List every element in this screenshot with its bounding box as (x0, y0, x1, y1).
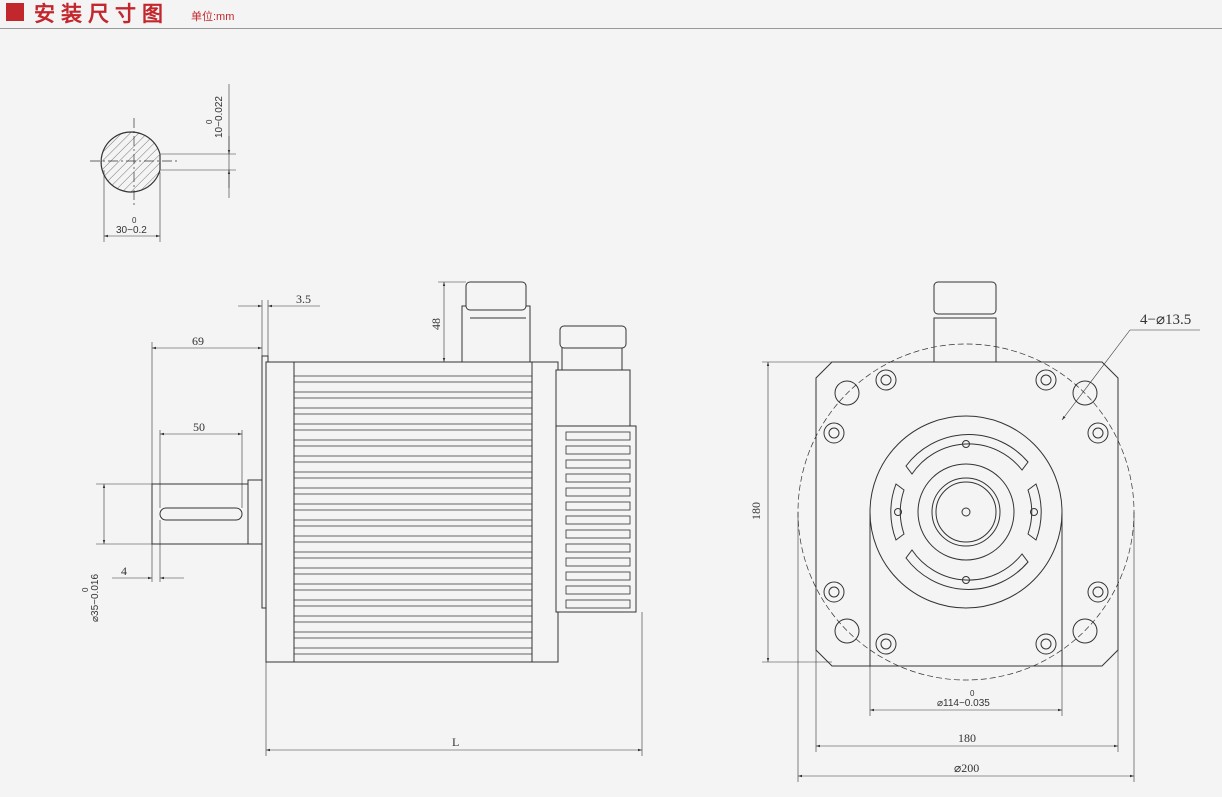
encoder-fin (565, 501, 631, 511)
header-marker (6, 3, 24, 21)
bolt-hole-inner (1040, 638, 1052, 650)
dim-total-length: L (452, 735, 459, 749)
mounting-holes (834, 380, 1098, 644)
bolt-hole-inner (1092, 427, 1104, 439)
encoder-fin (565, 585, 631, 595)
bolt-hole (1035, 369, 1057, 391)
cooling-fins (294, 375, 532, 655)
side-view (96, 281, 643, 756)
shaft-section-view (90, 84, 236, 242)
key-width-tolerance: 10−0.022 (214, 96, 225, 138)
encoder-fin (565, 473, 631, 483)
bolt-hole (875, 369, 897, 391)
bolt-hole (875, 633, 897, 655)
dim-shaft-diameter-upper: 0 (81, 587, 90, 592)
dim-spigot-upper: 0 (970, 689, 975, 698)
depth-upper: 0 (132, 216, 137, 225)
bolt-hole-inner (828, 427, 840, 439)
mounting-hole (834, 618, 860, 644)
encoder-fin (565, 445, 631, 455)
depth-tolerance: 30−0.2 (116, 225, 147, 236)
shaft-key (159, 507, 243, 521)
dim-key-offset: 4 (121, 564, 127, 578)
bolt-hole (1087, 581, 1109, 603)
bolt-hole-inner (1040, 374, 1052, 386)
bolt-hole (1087, 422, 1109, 444)
dim-shaft-diameter: ⌀35−0.016 (90, 574, 101, 622)
encoder-fin (565, 557, 631, 567)
dim-front-height: 180 (749, 502, 763, 520)
encoder-fin (565, 459, 631, 469)
dim-flange-thickness: 3.5 (296, 292, 311, 306)
dim-front-width: 180 (958, 731, 976, 745)
bolt-hole-inner (1092, 586, 1104, 598)
mounting-hole (1072, 380, 1098, 406)
header-divider (0, 28, 1222, 29)
dim-key-length: 50 (193, 420, 205, 434)
encoder-fin (565, 515, 631, 525)
dim-connector-height: 48 (429, 318, 443, 330)
bolt-hole (823, 422, 845, 444)
page-title: 安装尺寸图 (34, 2, 169, 26)
shaft-section-hatch (100, 131, 161, 193)
bolt-holes (823, 369, 1109, 655)
encoder-fin (565, 571, 631, 581)
encoder-fins (565, 431, 631, 609)
bolt-hole-inner (828, 586, 840, 598)
key-width-upper: 0 (205, 119, 214, 124)
encoder-fin (565, 599, 631, 609)
bolt-hole-inner (880, 374, 892, 386)
encoder-fin (565, 487, 631, 497)
encoder-fin (565, 529, 631, 539)
bolt-hole-inner (880, 638, 892, 650)
mounting-flange (815, 361, 1119, 667)
dim-holes: 4−⌀13.5 (1140, 312, 1191, 328)
encoder-fin (565, 543, 631, 553)
encoder-fin (565, 431, 631, 441)
motor-body (293, 361, 533, 663)
front-view (762, 281, 1200, 782)
shaft (151, 483, 251, 545)
section-header: 安装尺寸图 单位:mm (0, 0, 1222, 30)
unit-label: 单位:mm (191, 11, 235, 23)
rear-cover (555, 369, 631, 427)
dim-shaft-length: 69 (192, 334, 204, 348)
power-connector (461, 305, 531, 363)
dim-pcd: ⌀200 (954, 761, 979, 775)
bolt-hole (823, 581, 845, 603)
mounting-hole (1072, 618, 1098, 644)
mounting-hole (834, 380, 860, 406)
dim-spigot: ⌀114−0.035 (937, 698, 990, 709)
bolt-hole (1035, 633, 1057, 655)
